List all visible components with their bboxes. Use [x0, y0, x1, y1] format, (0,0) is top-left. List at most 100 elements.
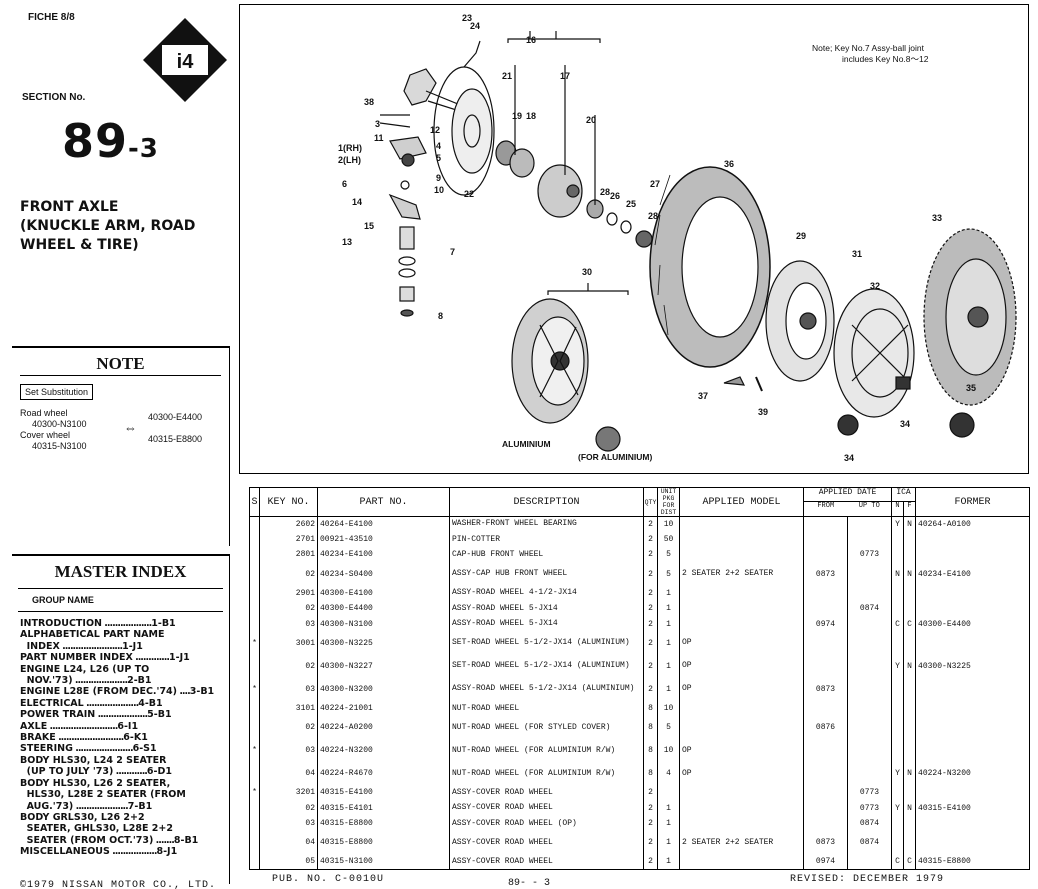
leader-dots: .................... — [73, 800, 129, 812]
section-number-main: 89 — [62, 114, 129, 168]
cell-qty: 2 — [643, 816, 658, 832]
cell-qty: 8 — [643, 739, 658, 763]
cell-key: 04 — [259, 831, 318, 855]
callout-2lh: 2(LH) — [338, 155, 361, 165]
master-index-item-label: POWER TRAIN — [20, 709, 96, 721]
callout-23: 23 — [462, 13, 473, 23]
cell-s: * — [249, 677, 260, 701]
cell-unit: 10 — [657, 739, 680, 763]
cell-part: 40300-N3200 — [317, 677, 450, 701]
cell-from — [803, 585, 848, 602]
callout-36: 36 — [724, 159, 735, 169]
cell-part: 40315-N3100 — [317, 854, 450, 871]
master-index-item: BODY HLS30, L24 2 SEATER — [20, 755, 223, 766]
cell-s — [249, 531, 260, 548]
cell-part: 40300-N3225 — [317, 631, 450, 655]
substitution-arrow-icon: ⇔ — [124, 420, 137, 435]
cell-desc: NUT-ROAD WHEEL — [449, 700, 644, 717]
callout-15: 15 — [364, 221, 375, 231]
cell-part: 40234-E4100 — [317, 547, 450, 563]
cell-key: 03 — [259, 677, 318, 701]
leader-dots: .......................... — [47, 720, 119, 732]
cell-from — [803, 516, 848, 532]
col-part-no: PART NO. — [317, 487, 450, 517]
leader-dots: .................... — [83, 697, 139, 709]
cell-n: C — [891, 616, 905, 632]
master-index-item-label: AXLE — [20, 720, 48, 732]
exploded-parts-diagram: Note; Key No.7 Assy-ball joint includes … — [239, 4, 1029, 474]
cell-former — [915, 601, 1031, 617]
callout-21: 21 — [502, 71, 513, 81]
section-title-line: (KNUCKLE ARM, ROAD — [20, 218, 196, 234]
master-index-item-page: 6-S1 — [132, 743, 157, 755]
cell-from: 0876 — [803, 716, 848, 740]
cell-unit: 1 — [657, 616, 680, 632]
master-index-item-page: 5-B1 — [147, 709, 172, 721]
cell-key: 02 — [259, 716, 318, 740]
cell-part: 40224-R4670 — [317, 762, 450, 786]
cell-desc: PIN-COTTER — [449, 531, 644, 548]
cell-model — [679, 700, 804, 717]
cell-n — [891, 831, 905, 855]
cell-unit: 1 — [657, 677, 680, 701]
ica-label: ICA — [892, 488, 916, 502]
master-index-item-label: SEATER (FROM OCT.'73) — [20, 834, 154, 846]
callout-39: 39 — [758, 407, 769, 417]
master-index-item: ELECTRICAL ....................4-B1 — [20, 698, 223, 709]
master-index-item: AXLE ..........................6-I1 — [20, 721, 223, 732]
master-index-item: INDEX .......................1-J1 — [20, 641, 223, 652]
master-index-item: SEATER, GHLS30, L28E 2+2 — [20, 823, 223, 834]
cell-unit: 1 — [657, 800, 680, 817]
cell-to — [846, 700, 893, 717]
leader-dots: ................. — [109, 846, 157, 858]
callout-7: 7 — [450, 247, 456, 257]
cell-n — [891, 739, 905, 763]
master-index-item-label: SEATER, GHLS30, L28E 2+2 — [20, 823, 173, 835]
cell-to: 0874 — [846, 831, 893, 855]
cell-former — [915, 631, 1031, 655]
master-index-item: ALPHABETICAL PART NAME — [20, 629, 223, 640]
cell-s — [249, 700, 260, 717]
cell-model: OP — [679, 677, 804, 701]
callout-18: 18 — [526, 111, 537, 121]
callout-34b: 34 — [844, 453, 855, 463]
cell-former: 40300-E4400 — [915, 616, 1031, 632]
callout-37: 37 — [698, 391, 709, 401]
cell-part: 40264-E4100 — [317, 516, 450, 532]
callout-24: 24 — [470, 21, 481, 31]
cell-key: 3001 — [259, 631, 318, 655]
cell-from: 0974 — [803, 616, 848, 632]
cell-unit: 1 — [657, 816, 680, 832]
cell-desc: ASSY-ROAD WHEEL 5-JX14 — [449, 616, 644, 632]
callout-19: 19 — [512, 111, 523, 121]
master-index-item-label: STEERING — [20, 743, 73, 755]
cell-model — [679, 585, 804, 602]
substitution-line: 40300-N3100 — [32, 419, 87, 429]
cell-f: C — [903, 854, 917, 871]
callout-30: 30 — [582, 267, 593, 277]
cell-unit: 1 — [657, 601, 680, 617]
cell-model: OP — [679, 654, 804, 678]
cell-to — [846, 762, 893, 786]
cell-key: 03 — [259, 616, 318, 632]
cell-former: 40234-E4100 — [915, 562, 1031, 586]
cell-model — [679, 601, 804, 617]
cell-key: 3101 — [259, 700, 318, 717]
master-index-item: BRAKE .........................6-K1 — [20, 732, 223, 743]
cell-qty: 2 — [643, 631, 658, 655]
cell-from — [803, 739, 848, 763]
cell-model — [679, 854, 804, 871]
cell-f — [903, 816, 917, 832]
cell-from: 0873 — [803, 562, 848, 586]
cell-f — [903, 631, 917, 655]
cell-model: 2 SEATER 2+2 SEATER — [679, 562, 804, 586]
cell-f — [903, 601, 917, 617]
cell-desc: WASHER-FRONT WHEEL BEARING — [449, 516, 644, 532]
col-applied-model: APPLIED MODEL — [679, 487, 804, 517]
cell-s — [249, 654, 260, 678]
leader-dots: ......................... — [55, 732, 124, 744]
